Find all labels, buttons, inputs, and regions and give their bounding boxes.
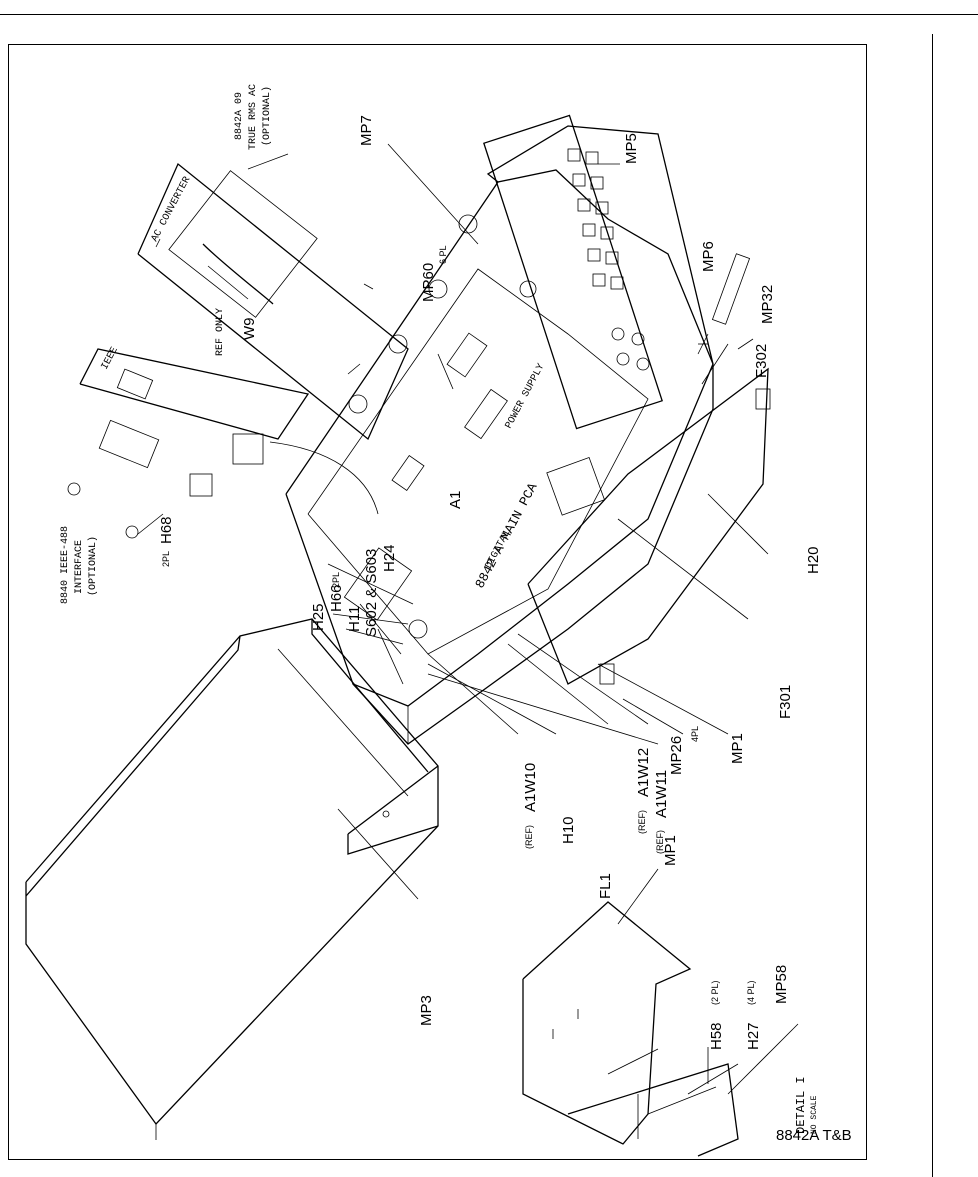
note-ac-converter: AC CONVERTER bbox=[150, 175, 194, 244]
main-chassis bbox=[285, 114, 771, 745]
label-h25: H25 bbox=[310, 603, 327, 631]
label-mp3: MP3 bbox=[418, 995, 435, 1026]
label-mp1-detail: MP1 bbox=[662, 835, 679, 866]
label-h20: H20 bbox=[805, 546, 822, 574]
label-h68: H68 bbox=[158, 516, 175, 544]
note-power-supply: POWER SUPPLY bbox=[504, 362, 548, 431]
label-s602-s603: S602 & S603 bbox=[363, 549, 380, 637]
ac-converter-board bbox=[137, 162, 409, 441]
note-true-rms-1: 8842A 09 bbox=[234, 92, 245, 140]
label-mp6: MP6 bbox=[700, 241, 717, 272]
note-detail-2: NO SCALE bbox=[810, 1095, 819, 1134]
top-rule bbox=[0, 14, 978, 15]
leader-lines bbox=[137, 143, 799, 1095]
top-cover-mp3 bbox=[25, 618, 439, 1140]
figure-caption: 8842A T&B bbox=[776, 1127, 852, 1144]
detail-i-inset bbox=[522, 901, 739, 1157]
label-w9: W9 bbox=[241, 318, 258, 341]
note-detail-1: DETAIL I bbox=[794, 1076, 808, 1134]
label-h24: H24 bbox=[381, 544, 398, 572]
label-h58: H58 bbox=[708, 1022, 725, 1050]
figure-frame bbox=[8, 44, 867, 1160]
note-ref-only: REF ONLY bbox=[215, 308, 226, 356]
label-mp5: MP5 bbox=[623, 133, 640, 164]
exploded-assembly-diagram: MP7 MP5 MP60 6 PL MP6 MP32 F302 W9 A1 H2… bbox=[25, 84, 822, 1157]
ieee-interface-board bbox=[67, 348, 379, 539]
label-h66-qty: 2PL bbox=[331, 572, 341, 588]
label-h27: H27 bbox=[745, 1022, 762, 1050]
label-a1w12-ref: (REF) bbox=[637, 810, 647, 834]
label-mp26-qty: 4PL bbox=[690, 726, 700, 742]
label-h10: H10 bbox=[560, 816, 577, 844]
note-ieee-interface-1: 8840 IEEE-488 bbox=[60, 526, 71, 604]
label-h58-qty: (2 PL) bbox=[710, 980, 720, 1005]
label-h27-qty: (4 PL) bbox=[746, 980, 756, 1005]
label-a1w12: A1W12 bbox=[635, 748, 652, 797]
note-true-rms-2: TRUE RMS AC bbox=[248, 84, 259, 150]
label-mp7: MP7 bbox=[358, 115, 375, 146]
label-mp26: MP26 bbox=[668, 736, 685, 775]
note-true-rms-3: (OPTIONAL) bbox=[261, 86, 273, 146]
label-a1w11-ref: (REF) bbox=[655, 830, 665, 854]
cable-w9 bbox=[202, 243, 274, 305]
label-h11: H11 bbox=[346, 606, 363, 632]
label-mp32: MP32 bbox=[759, 285, 776, 324]
label-h66: H66 bbox=[328, 584, 345, 612]
label-a1w10: A1W10 bbox=[522, 763, 539, 812]
label-f302: F302 bbox=[753, 344, 770, 378]
label-h68-qty: 2PL bbox=[161, 551, 171, 567]
label-mp60: MP60 bbox=[420, 263, 437, 302]
label-a1: A1 bbox=[447, 491, 464, 509]
note-ieee-interface-3: (OPTIONAL) bbox=[87, 536, 99, 596]
right-margin-rule bbox=[932, 34, 933, 1177]
label-fl1: FL1 bbox=[597, 873, 614, 899]
label-mp58: MP58 bbox=[773, 965, 790, 1004]
label-a1w11: A1W11 bbox=[653, 770, 670, 818]
label-a1w10-ref: (REF) bbox=[524, 825, 534, 849]
label-mp60-qty: 6 PL bbox=[438, 245, 448, 264]
label-f301: F301 bbox=[777, 685, 794, 719]
note-ieee-interface-2: INTERFACE bbox=[74, 540, 85, 594]
label-mp1-main: MP1 bbox=[729, 733, 746, 764]
